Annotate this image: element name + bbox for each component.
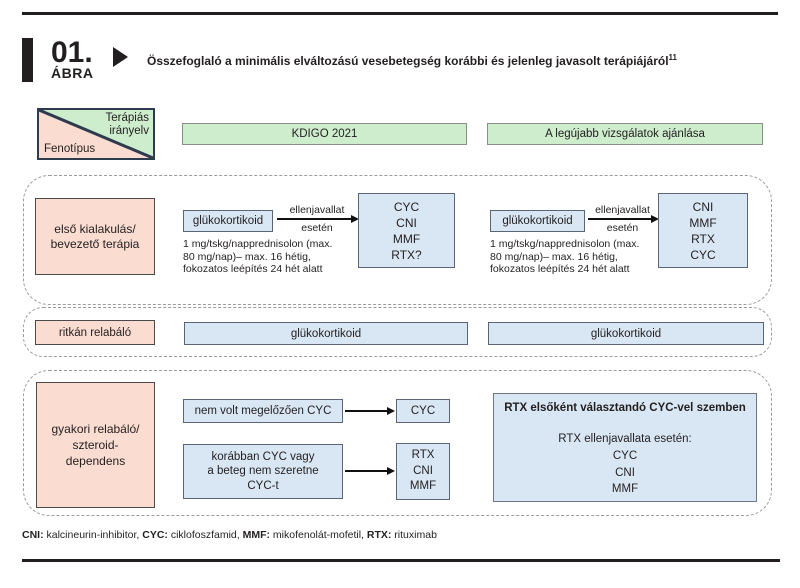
diagonal-divider-line (39, 110, 153, 158)
prior-cyc-box: korábban CYC vagy a beteg nem szeretne C… (183, 444, 343, 499)
rtx-contraindication-options: CYC CNI MMF (611, 450, 639, 495)
no-prior-cyc-result-box: CYC (396, 399, 450, 423)
latest-alternatives-box: CNI MMF RTX CYC (658, 193, 748, 268)
figure-number-bar (22, 38, 33, 82)
arrow-head-icon (387, 466, 395, 475)
latest-contraindication-arrow: ellenjavallat esetén (588, 204, 659, 234)
prior-cyc-result-box: RTX CNI MMF (396, 443, 450, 500)
kdigo-glucocorticoid-box: glükokortikoid (183, 210, 273, 232)
latest-dosing-note: 1 mg/tskg/napprednisolon (max. 80 mg/nap… (490, 238, 640, 275)
abbrev-cyc-text: ciklofoszfamid, (167, 529, 243, 541)
rtx-contraindication-subtitle: RTX ellenjavallata esetén: (558, 433, 692, 445)
matrix-corner-bottom-label: Fenotípus (44, 143, 96, 155)
abbrev-rtx: RTX: (366, 529, 392, 541)
figure-title-superscript: 11 (668, 53, 678, 62)
prior-cyc-arrow (345, 466, 395, 475)
kdigo-contraindication-arrow: ellenjavallat esetén (277, 204, 359, 234)
figure-pointer-icon (113, 47, 128, 67)
figure-number: 01. (51, 36, 93, 69)
abbrev-mmf-text: mikofenolát-mofetil, (270, 529, 367, 541)
bottom-rule (22, 559, 780, 562)
abbrev-mmf: MMF: (242, 529, 271, 541)
kdigo-alternatives-box: CYC CNI MMF RTX? (358, 193, 455, 268)
kdigo-rarely-relapsing-box: glükokortikoid (184, 322, 468, 345)
abbrev-cyc: CYC: (142, 529, 168, 541)
arrow-label-bottom: esetén (606, 222, 639, 234)
arrow-label-bottom: esetén (301, 222, 333, 234)
matrix-corner-top-label: Terápiás irányelv (105, 112, 149, 137)
column-header-latest-studies: A legújabb vizsgálatok ajánlása (487, 123, 763, 145)
figure-title-text: Összefoglaló a minimális elváltozású ves… (147, 54, 669, 68)
figure-label: ÁBRA (51, 65, 94, 81)
column-header-kdigo: KDIGO 2021 (182, 123, 467, 145)
latest-glucocorticoid-box: glükokortikoid (490, 210, 585, 232)
rtx-recommendation-box: RTX elsőként választandó CYC-vel szemben… (493, 393, 757, 502)
arrow-head-icon (351, 214, 359, 223)
arrow-head-icon (387, 406, 395, 415)
rtx-recommendation-title: RTX elsőként választandó CYC-vel szemben (504, 402, 746, 414)
row-first-occurrence-container (23, 175, 772, 305)
abbreviation-legend: CNI: kalcineurin-inhibitor, CYC: ciklofo… (22, 529, 762, 541)
arrow-label-top: ellenjavallat (595, 204, 650, 216)
no-prior-cyc-arrow (345, 406, 395, 415)
arrow-label-top: ellenjavallat (289, 204, 345, 216)
top-rule (22, 12, 778, 15)
figure-title: Összefoglaló a minimális elváltozású ves… (147, 50, 777, 69)
row-rarely-relapsing-container (23, 307, 772, 357)
matrix-corner-cell: Terápiás irányelv Fenotípus (37, 108, 155, 160)
kdigo-dosing-note: 1 mg/tskg/napprednisolon (max. 80 mg/nap… (183, 238, 333, 275)
abbrev-cni-text: kalcineurin-inhibitor, (43, 529, 143, 541)
arrow-head-icon (651, 214, 659, 223)
arrow-line (588, 214, 659, 223)
row-frequently-relapsing-container (23, 370, 772, 516)
no-prior-cyc-box: nem volt megelőzően CYC (183, 399, 343, 423)
phenotype-rarely-relapsing: ritkán relabáló (35, 320, 155, 345)
abbrev-cni: CNI: (22, 529, 44, 541)
abbrev-rtx-text: rituximab (391, 529, 437, 541)
arrow-line (277, 214, 359, 223)
latest-rarely-relapsing-box: glükokortikoid (488, 322, 764, 345)
phenotype-frequently-relapsing: gyakori relabáló/ szteroid- dependens (36, 382, 155, 508)
phenotype-first-occurrence: első kialakulás/ bevezető terápia (35, 198, 155, 275)
